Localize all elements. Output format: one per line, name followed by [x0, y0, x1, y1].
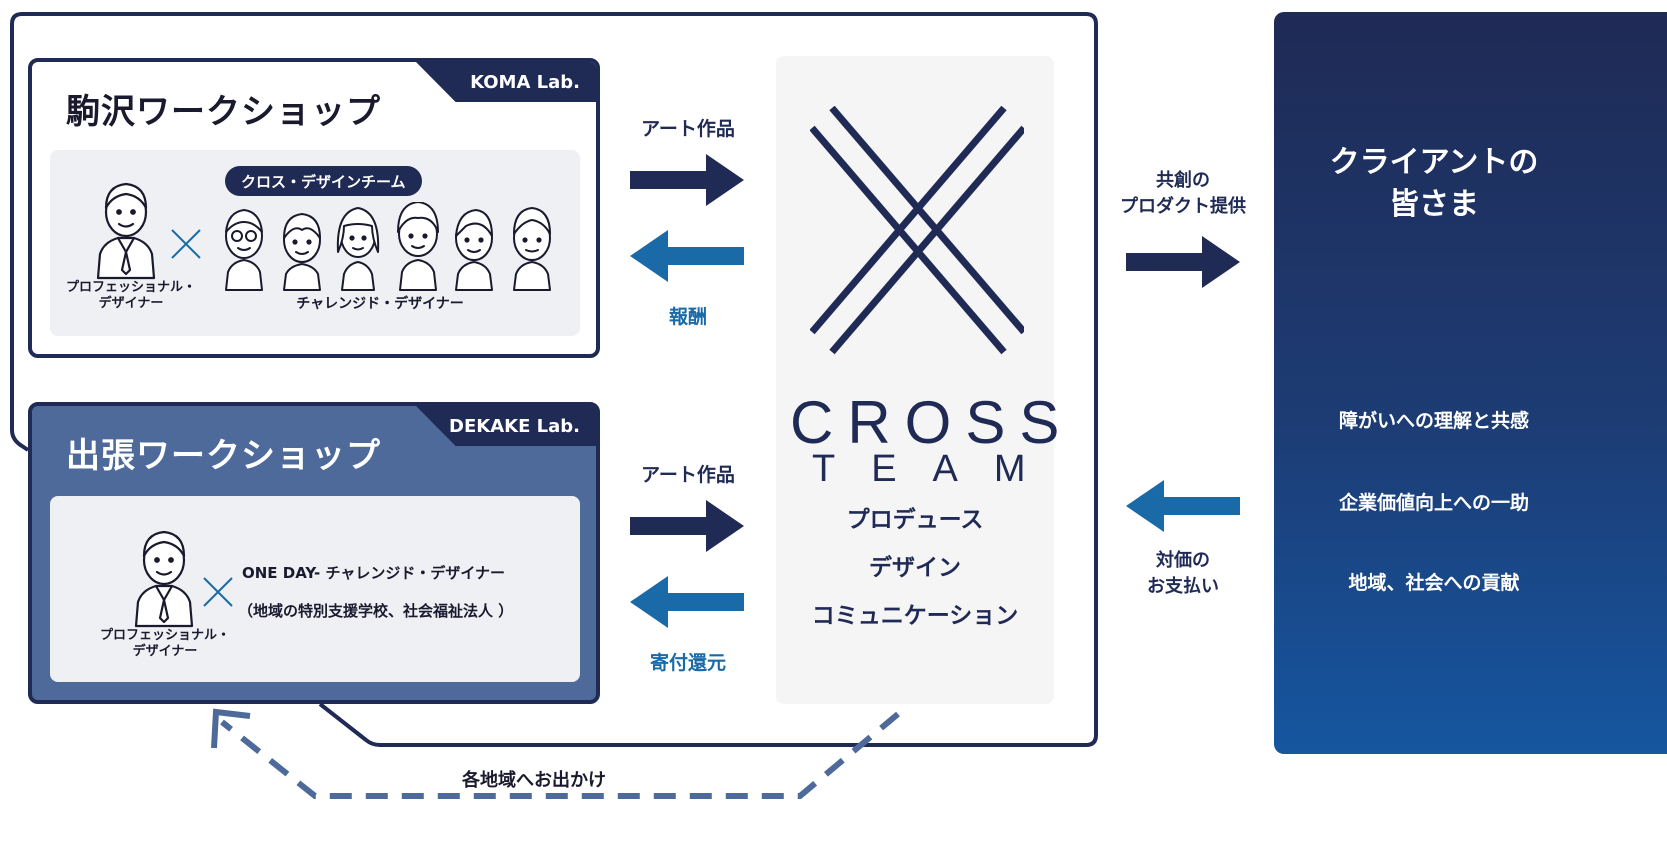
- arrow-right-icon: [1126, 236, 1240, 288]
- professional-designer-label: プロフェッショナル・デザイナー: [99, 628, 230, 659]
- art-top-label: アート作品: [641, 118, 735, 140]
- service-produce: プロデュース: [846, 507, 984, 533]
- payment-label: 対価のお支払い: [1147, 550, 1219, 597]
- client-title: クライアントの皆さま: [1329, 145, 1539, 222]
- service-design: デザイン: [869, 555, 961, 581]
- team-wordmark: TEAM: [812, 448, 1062, 490]
- donation-label: 寄付還元: [649, 652, 726, 674]
- reward-label: 報酬: [668, 306, 707, 328]
- service-communication: コミュニケーション: [811, 603, 1019, 629]
- cross-design-team-pill: クロス・デザインチーム: [225, 166, 422, 196]
- professional-designer-icon: [134, 530, 194, 628]
- benefit-understanding: 障がいへの理解と共感: [1338, 410, 1529, 432]
- cross-wordmark: CROSS: [790, 389, 1074, 456]
- cross-team-panel: CROSS TEAM プロデュース デザイン コミュニケーション: [776, 56, 1074, 704]
- dekake-lab-tag: DEKAKE Lab.: [416, 406, 596, 446]
- benefit-corporate-value: 企業価値向上への一助: [1338, 492, 1529, 514]
- professional-designer-label: プロフェッショナル・デザイナー: [65, 280, 196, 311]
- arrow-left-icon: [630, 230, 744, 282]
- challenged-designer-label: チャレンジド・デザイナー: [296, 296, 464, 312]
- one-day-designer-text: ONE DAY- チャレンジド・デザイナー: [242, 564, 506, 582]
- partner-organizations-text: （地域の特別支援学校、社会福祉法人 ）: [238, 602, 514, 620]
- outing-label: 各地域へお出かけ: [462, 770, 606, 791]
- challenged-designers-icon: [225, 202, 551, 291]
- co-create-label: 共創のプロダクト提供: [1120, 170, 1246, 217]
- arrow-left-icon: [630, 576, 744, 628]
- arrow-left-icon: [1126, 480, 1240, 532]
- cross-logo-icon: [810, 106, 1024, 355]
- dekake-workshop-title: 出張ワークショップ: [66, 436, 381, 476]
- koma-workshop-title: 駒沢ワークショップ: [66, 92, 381, 132]
- dekake-workshop-panel: DEKAKE Lab. 出張ワークショップ プロフェッショナル・デザイナー ON…: [28, 402, 600, 704]
- arrow-right-icon: [630, 154, 744, 206]
- multiply-icon: [171, 229, 201, 259]
- koma-workshop-panel: KOMA Lab. 駒沢ワークショップ クロス・デザインチーム プロフェッショナ…: [28, 58, 600, 358]
- client-panel: クライアントの皆さま 障がいへの理解と共感 企業価値向上への一助 地域、社会への…: [1274, 12, 1667, 754]
- benefit-community: 地域、社会への貢献: [1348, 572, 1520, 594]
- koma-team-box: クロス・デザインチーム プロフェッショナル・デザイナー: [50, 150, 580, 336]
- dekake-team-box: プロフェッショナル・デザイナー ONE DAY- チャレンジド・デザイナー （地…: [50, 496, 580, 682]
- art-bottom-label: アート作品: [641, 464, 735, 486]
- koma-lab-tag: KOMA Lab.: [416, 62, 596, 102]
- professional-designer-icon: [96, 182, 156, 280]
- multiply-icon: [203, 577, 233, 607]
- outing-dashed-arrow: [220, 711, 900, 799]
- arrow-right-icon: [630, 500, 744, 552]
